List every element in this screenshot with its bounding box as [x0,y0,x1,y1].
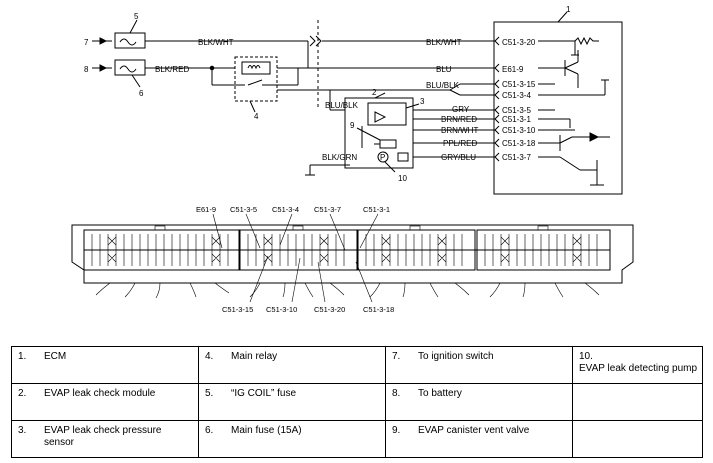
callout-7: 7 [84,38,89,47]
callout-10: 10 [398,174,407,183]
legend-number: 4. [205,351,214,362]
terminal-c51-3-5: C51-3-5 [502,106,531,115]
wire-label-brn-wht: BRN/WHT [441,126,478,135]
conn-label-c51-3-5: C51-3-5 [230,205,257,214]
conn-label-c51-3-4: C51-3-4 [272,205,299,214]
legend-cell: 6. Main fuse (15A) [198,420,386,458]
legend-row: 3. EVAP leak check pressure sensor 6. Main … [11,420,703,458]
wire-label-blk-wht-2: BLK/WHT [426,38,462,47]
wire-label-ppl-red: PPL/RED [443,139,477,148]
wire-label-brn-red: BRN/RED [441,115,477,124]
legend-cell: 9. EVAP canister vent valve [385,420,573,458]
terminal-c51-3-10: C51-3-10 [502,126,536,135]
legend-cell: 4. Main relay [198,346,386,384]
wire-label-blk-red: BLK/RED [155,65,189,74]
wire-label-blk-grn: BLK/GRN [322,153,357,162]
conn-label-c51-3-18: C51-3-18 [363,305,394,314]
wire-label-gry-blu: GRY/BLU [441,153,476,162]
conn-label-c51-3-1: C51-3-1 [363,205,390,214]
callout-3: 3 [420,97,425,106]
legend-cell: 1. ECM [11,346,199,384]
legend-label: To ignition switch [418,351,494,362]
canister-vent-valve [379,139,397,149]
legend-number: 6. [205,425,214,436]
ecm-connector-outline [71,224,634,284]
callout-4: 4 [254,112,259,121]
legend-label: “IG COIL” fuse [231,388,297,399]
legend-number: 7. [392,351,401,362]
legend-label: Main fuse (15A) [231,425,302,436]
conn-label-c51-3-7: C51-3-7 [314,205,341,214]
callout-2: 2 [372,88,377,97]
callout-8: 8 [84,65,89,74]
legend-label: ECM [44,351,67,362]
wire-label-blu-blk-2: BLU/BLK [325,101,359,110]
legend-number: 5. [205,388,214,399]
legend-cell: 3. EVAP leak check pressure sensor [11,420,199,458]
legend-table: 1. ECM 4. Main relay 7. To ignition switch 10.… [11,346,703,458]
legend-cell: 5. “IG COIL” fuse [198,383,386,421]
conn-label-c51-3-15: C51-3-15 [222,305,253,314]
leak-detecting-pump [377,151,389,163]
evap-leak-check-module [344,97,414,169]
legend-cell [572,420,703,458]
legend-label: EVAP leak detecting pump [579,363,698,374]
legend-cell: 10.EVAP leak detecting pump [572,346,703,384]
callout-5: 5 [134,12,139,21]
conn-label-c51-3-20: C51-3-20 [314,305,345,314]
legend-number: 2. [18,388,27,399]
pump-glyph: P [380,153,385,162]
main-relay [234,56,278,102]
legend-number: 8. [392,388,401,399]
callout-1: 1 [566,5,571,14]
legend-label: EVAP canister vent valve [418,425,530,436]
callout-6: 6 [139,89,144,98]
conn-label-c51-3-10: C51-3-10 [266,305,297,314]
terminal-c51-3-15: C51-3-15 [502,80,536,89]
legend-cell: 8. To battery [385,383,573,421]
wire-label-blk-wht-1: BLK/WHT [198,38,234,47]
legend-row: 2. EVAP leak check module 5. “IG COIL” fuse… [11,383,703,421]
wire-label-blu-blk-1: BLU/BLK [426,81,460,90]
legend-label: To battery [418,388,462,399]
ig-coil-fuse [114,32,146,49]
terminal-c51-3-1: C51-3-1 [502,115,531,124]
legend-number: 10. [579,351,593,362]
callout-9: 9 [350,121,355,130]
terminal-c51-3-7: C51-3-7 [502,153,531,162]
terminal-c51-3-18: C51-3-18 [502,139,536,148]
wiring-diagram: BLK/WHT BLK/WHT BLK/RED BLU BLU/BLK BLU/… [71,5,634,314]
terminal-c51-3-20: C51-3-20 [502,38,536,47]
legend-number: 3. [18,425,27,436]
legend-number: 9. [392,425,401,436]
legend-number: 1. [18,351,27,362]
legend-label: EVAP leak check pressure sensor [44,425,162,448]
terminal-c51-3-4: C51-3-4 [502,91,531,100]
legend-cell [572,383,703,421]
legend-label: Main relay [231,351,278,362]
legend-cell: 2. EVAP leak check module [11,383,199,421]
wire-label-blu: BLU [436,65,452,74]
legend-label: EVAP leak check module [44,388,156,399]
main-fuse [114,59,146,76]
legend-row: 1. ECM 4. Main relay 7. To ignition switch 10.… [11,346,703,384]
legend-cell: 7. To ignition switch [385,346,573,384]
wire-label-gry: GRY [452,105,470,114]
conn-label-e61-9: E61-9 [196,205,216,214]
terminal-e61-9: E61-9 [502,65,524,74]
